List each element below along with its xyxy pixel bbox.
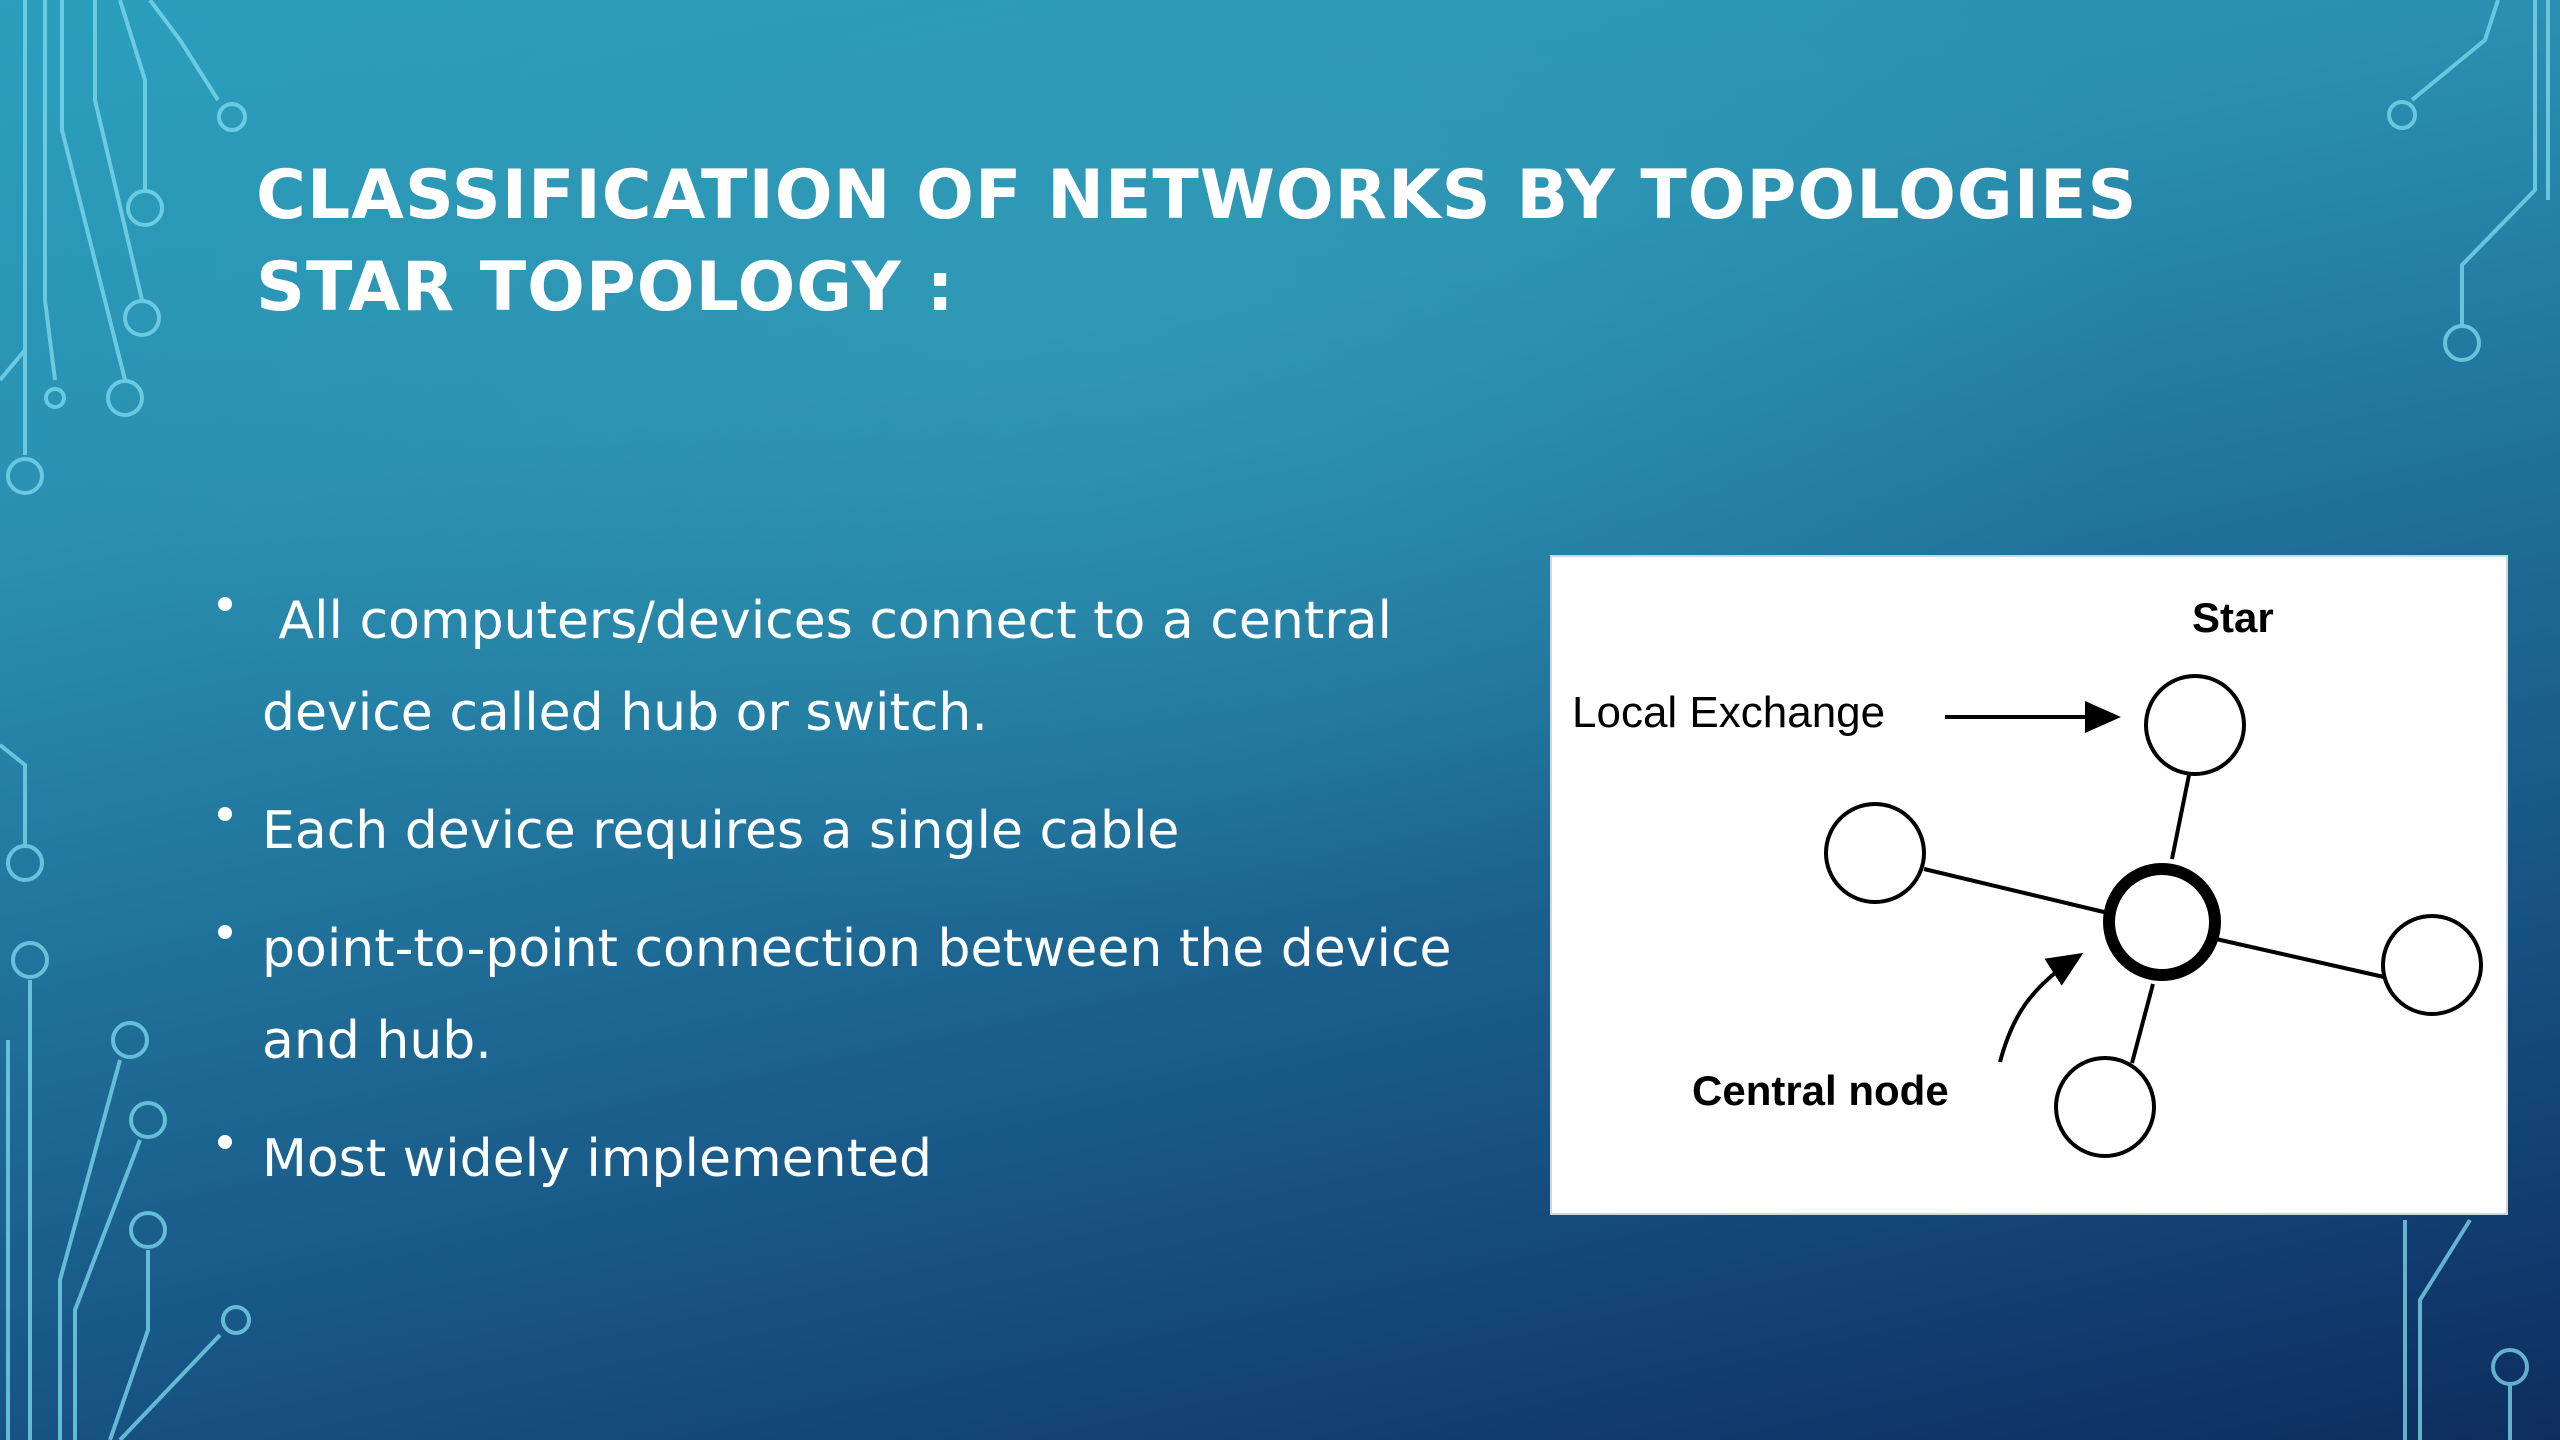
node-right [2381,914,2483,1016]
bullet-item: Most widely implemented [212,1113,1462,1205]
bullet-item: All computers/devices connect to a centr… [212,575,1462,759]
bullet-dot-icon [218,1135,232,1149]
bullet-item: point-to-point connection between the de… [212,903,1462,1087]
bullet-dot-icon [218,597,232,611]
node-central-hub [2103,863,2221,981]
bullet-text-line: and hub. [262,1011,492,1071]
bullet-text-line: point-to-point connection between the de… [262,919,1452,979]
central-node-label: Central node [1692,1067,1949,1114]
bullet-text-line: All computers/devices connect to a centr… [262,591,1392,651]
local-exchange-label: Local Exchange [1572,688,1885,737]
title-line-1: CLASSIFICATION OF NETWORKS BY TOPOLOGIES [256,156,2138,235]
slide-title: CLASSIFICATION OF NETWORKS BY TOPOLOGIES… [256,150,2256,334]
node-local-exchange [2144,674,2246,776]
node-bottom [2054,1056,2156,1158]
diagram-title: Star [2192,594,2274,641]
link-right [2215,937,2385,979]
bullet-item: Each device requires a single cable [212,785,1462,877]
title-line-2: STAR TOPOLOGY : [256,248,955,327]
bullet-list: All computers/devices connect to a centr… [212,575,1462,1231]
link-bottom [2130,983,2155,1064]
bullet-text-line: Each device requires a single cable [262,801,1180,861]
bullet-text-line: device called hub or switch. [262,683,988,743]
central-node-arrow [1998,952,2084,1063]
link-left [1923,867,2109,915]
bullet-text-line: Most widely implemented [262,1129,932,1189]
bullet-dot-icon [218,925,232,939]
star-topology-diagram: Star Local Exchange Central node [1550,555,2508,1215]
diagram-canvas: Star Local Exchange Central node [1572,594,2483,1158]
link-top [2170,774,2191,860]
node-left [1824,802,1926,904]
bullet-dot-icon [218,807,232,821]
